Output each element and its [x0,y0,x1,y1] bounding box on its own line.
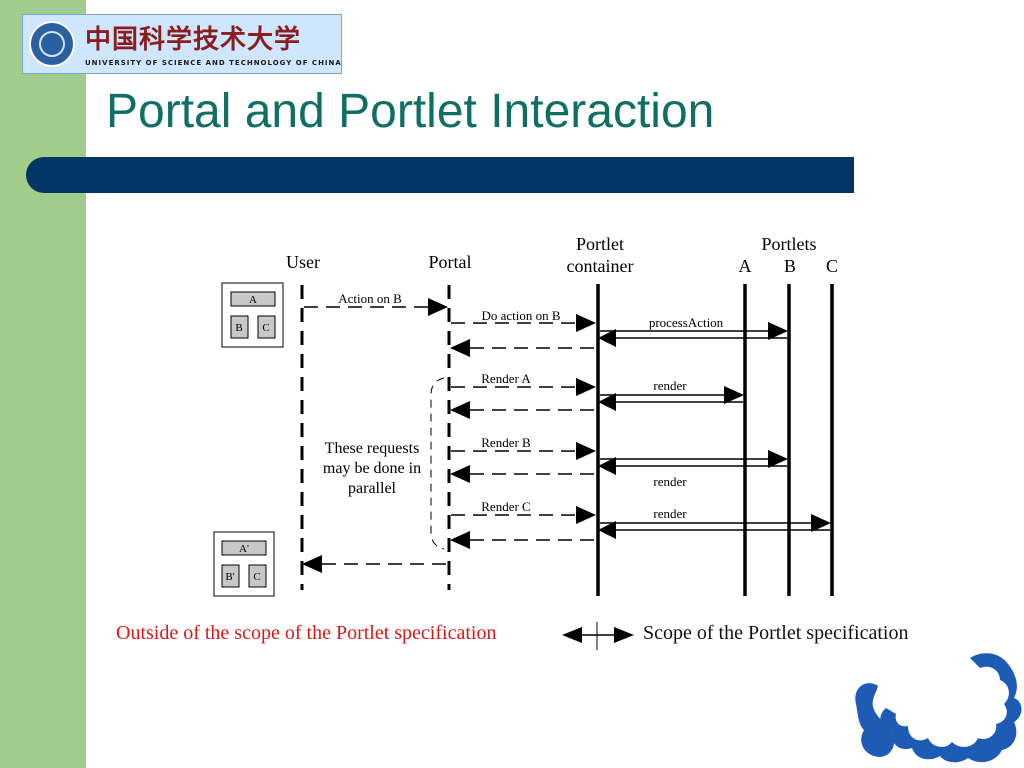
message-return-1 [450,339,596,357]
svg-text:render: render [653,506,687,521]
parallel-note-line-1: These requests [325,440,420,457]
page-after-portlet-a: A' [239,543,249,555]
svg-text:Do action on B: Do action on B [481,308,560,323]
lifeline-label-portlet-b: B [784,256,796,276]
university-seal-icon [29,21,75,67]
message-action-on-b: Action on B [304,291,448,316]
scope-divider-arrow [562,622,634,650]
lifeline-label-user: User [286,252,320,272]
slide-title: Portal and Portlet Interaction [106,85,715,138]
dragon-logo-icon [855,653,1022,763]
message-render-to-c: render [598,506,831,539]
page-before-portlet-b: B [235,322,242,334]
message-render-to-b: render [598,450,788,489]
message-do-action-on-b: Do action on B [451,308,596,332]
logo-english-name: UNIVERSITY OF SCIENCE AND TECHNOLOGY OF … [85,59,342,67]
lifeline-label-portlet-container-2: container [567,256,634,276]
message-render-c: Render C [451,499,596,524]
parallel-bracket [430,377,445,550]
lifeline-label-portlet-c: C [826,256,838,276]
message-render-b: Render B [451,435,596,460]
svg-text:Render B: Render B [481,435,531,450]
message-return-4 [450,531,596,549]
svg-text:Render C: Render C [481,499,530,514]
svg-text:render: render [653,378,687,393]
scope-inside-label: Scope of the Portlet specification [643,622,909,644]
title-underline-bar [26,157,854,193]
page-before-box: A B C [221,282,284,348]
parallel-note-line-3: parallel [348,480,397,497]
message-process-action: processAction [598,315,788,347]
message-render-a: Render A [451,371,596,396]
page-before-portlet-c: C [262,322,269,334]
message-render-to-a: render [598,378,744,411]
lifeline-label-portlet-container-1: Portlet [576,234,624,254]
logo-chinese-name: 中国科学技术大学 [85,25,302,55]
left-decoration-band [0,0,86,768]
page-after-box: A' B' C [213,531,275,597]
lifeline-label-portlet-a: A [739,256,752,276]
svg-text:render: render [653,474,687,489]
lifeline-label-portlets: Portlets [761,234,816,254]
message-return-3 [450,465,596,483]
university-logo: 中国科学技术大学 UNIVERSITY OF SCIENCE AND TECHN… [22,14,342,74]
parallel-note-line-2: may be done in [323,460,421,477]
svg-text:Render A: Render A [481,371,531,386]
page-after-portlet-b: B' [225,571,234,583]
scope-outside-label: Outside of the scope of the Portlet spec… [116,622,497,644]
page-before-portlet-a: A [249,294,257,306]
svg-text:Action on B: Action on B [338,291,402,306]
message-return-2 [450,401,596,419]
message-response-to-user [302,555,447,573]
svg-text:processAction: processAction [649,315,724,330]
lifeline-label-portal: Portal [429,252,472,272]
page-after-portlet-c: C [253,571,260,583]
